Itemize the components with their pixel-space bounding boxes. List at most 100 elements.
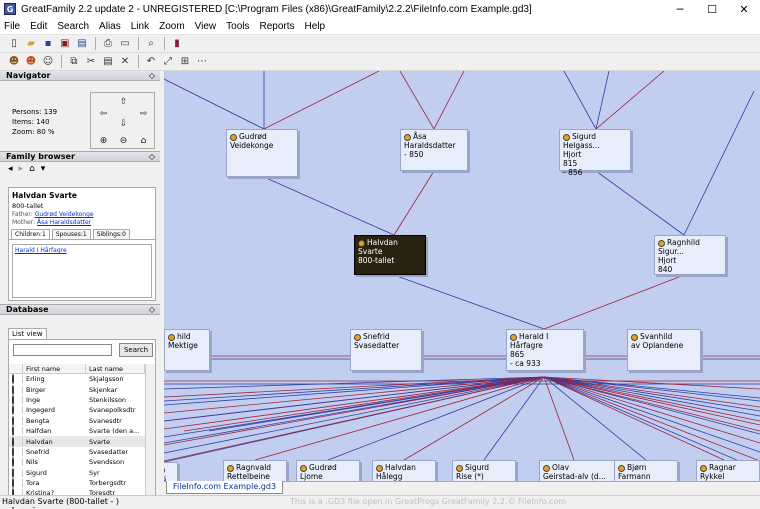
relationship-line: [543, 376, 760, 426]
maximize-button[interactable]: ☐: [707, 2, 717, 16]
fit-icon[interactable]: ⤢: [164, 56, 172, 67]
menu-search[interactable]: Search: [57, 20, 90, 32]
tab-children[interactable]: Children:1: [11, 229, 50, 239]
person-box-line2: Mektige: [168, 341, 198, 350]
add-person-icon[interactable]: ☺: [42, 56, 54, 67]
menu-help[interactable]: Help: [304, 20, 326, 32]
pan-up-icon[interactable]: ⇧: [119, 96, 128, 107]
table-row[interactable]: Kristina?Toresdtr: [9, 488, 145, 499]
pin-icon[interactable]: ◇: [148, 152, 155, 161]
tab-spouses[interactable]: Spouses:1: [51, 229, 91, 239]
male-add-icon[interactable]: ☻: [8, 56, 20, 67]
document-tab[interactable]: FileInfo.com Example.gd3: [166, 481, 284, 494]
menu-file[interactable]: File: [4, 20, 21, 32]
cut-icon[interactable]: ✂: [86, 56, 96, 67]
back-icon[interactable]: ↶: [146, 56, 156, 67]
person-box-line4: - 856: [563, 168, 583, 177]
open-folder-icon[interactable]: ▰: [27, 38, 35, 49]
father-link[interactable]: Gudrød Veidekonge: [34, 211, 94, 218]
menu-dropdown-icon[interactable]: ▾: [40, 164, 46, 174]
first-name-cell: Ingegerd: [26, 406, 55, 415]
tab-siblings[interactable]: Siblings:0: [92, 229, 130, 239]
menu-edit[interactable]: Edit: [30, 20, 48, 32]
menu-view[interactable]: View: [194, 20, 217, 32]
person-icon-cell: [9, 478, 23, 489]
print-icon[interactable]: ⎙: [104, 38, 112, 49]
menu-alias[interactable]: Alias: [99, 20, 121, 32]
pin-icon[interactable]: ◇: [148, 305, 155, 314]
paste-icon[interactable]: ▤: [103, 56, 113, 67]
mother-link[interactable]: Åsa Haraldsdatter: [37, 219, 92, 226]
home-icon[interactable]: ⌂: [29, 164, 35, 174]
find-icon[interactable]: ⌕: [148, 38, 154, 49]
menu-reports[interactable]: Reports: [259, 20, 295, 32]
menu-link[interactable]: Link: [130, 20, 150, 32]
first-name-cell: Snefrid: [26, 447, 50, 456]
pan-left-icon[interactable]: ⇦: [99, 108, 108, 119]
layout-icon[interactable]: ⊞: [180, 56, 190, 67]
pan-down-icon[interactable]: ⇩: [119, 118, 128, 129]
pan-right-icon[interactable]: ⇨: [139, 108, 148, 119]
search-input[interactable]: [13, 344, 112, 356]
copy-icon[interactable]: ⧉: [70, 56, 78, 67]
zoom-in-icon[interactable]: ⊕: [99, 135, 108, 146]
last-name-header[interactable]: Last name: [86, 364, 145, 373]
export-icon[interactable]: ▤: [77, 38, 87, 49]
close-button[interactable]: ✕: [739, 2, 749, 16]
book-icon[interactable]: ▮: [174, 38, 180, 49]
grid-scrollbar[interactable]: [145, 364, 155, 506]
home-icon[interactable]: ⌂: [140, 135, 147, 146]
child-link[interactable]: Harald I Hårfagre: [15, 247, 67, 254]
female-add-icon[interactable]: ☻: [25, 56, 37, 67]
pin-icon[interactable]: ◇: [148, 71, 155, 80]
save-icon[interactable]: ▪: [44, 38, 52, 49]
person-icon-cell: [9, 405, 23, 416]
minimize-button[interactable]: ─: [676, 2, 684, 16]
align-icon[interactable]: ⋯: [197, 56, 207, 67]
navigator-pane: Persons: 139 Items: 140 Zoom: 80 % ⇧ ⇦ ⇨…: [0, 81, 160, 152]
search-button[interactable]: Search: [119, 343, 153, 357]
first-name-header[interactable]: First name: [23, 364, 86, 373]
zoom-out-icon[interactable]: ⊖: [119, 135, 128, 146]
forward-arrow-icon[interactable]: ▸: [18, 164, 24, 174]
male-person-icon: [12, 436, 14, 447]
tab-list-view[interactable]: List view: [8, 328, 47, 339]
new-file-icon[interactable]: ▯: [11, 38, 17, 49]
copy-db-icon[interactable]: ▣: [60, 38, 70, 49]
menu-tools[interactable]: Tools: [226, 20, 250, 32]
person-box-name: Olav: [552, 463, 570, 472]
delete-icon[interactable]: ✕: [120, 56, 130, 67]
preview-icon[interactable]: ▭: [120, 38, 130, 49]
back-arrow-icon[interactable]: ◂: [8, 164, 13, 174]
person-box-name-row: Sigurd: [456, 463, 512, 472]
relationship-line: [183, 376, 545, 432]
app-icon[interactable]: G: [4, 3, 16, 15]
menu-zoom[interactable]: Zoom: [159, 20, 185, 32]
